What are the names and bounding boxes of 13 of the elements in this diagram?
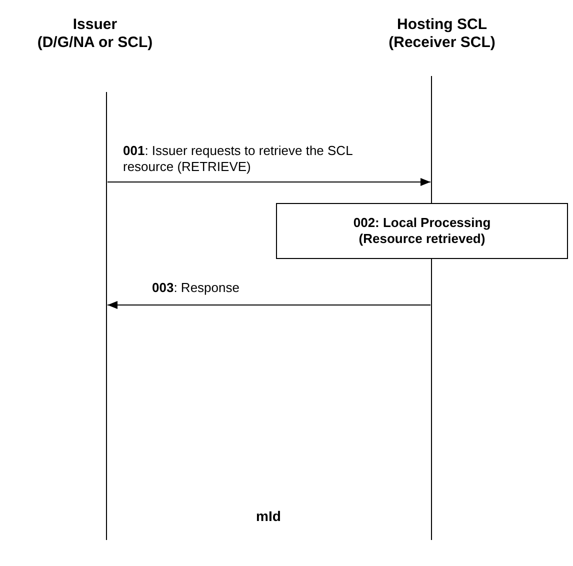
lifeline-title: Issuer (72, 16, 118, 34)
lifeline-subtitle: (Receiver SCL) (388, 34, 496, 52)
message-arrow (107, 178, 431, 186)
lifeline (106, 92, 107, 540)
edge-label: 001: Issuer requests to retrieve the SCL resource (RETRIEVE) (123, 143, 354, 175)
message-arrow (107, 301, 431, 309)
diagram-label: mId (256, 508, 281, 524)
process-text: 002: Local Processing (Resource retrieved) (352, 215, 492, 247)
lifeline (431, 76, 432, 540)
edge-label: 003: Response (152, 280, 240, 296)
process-box (276, 203, 568, 259)
lifeline-subtitle: (D/G/NA or SCL) (36, 34, 154, 52)
lifeline-title: Hosting SCL (396, 16, 488, 34)
